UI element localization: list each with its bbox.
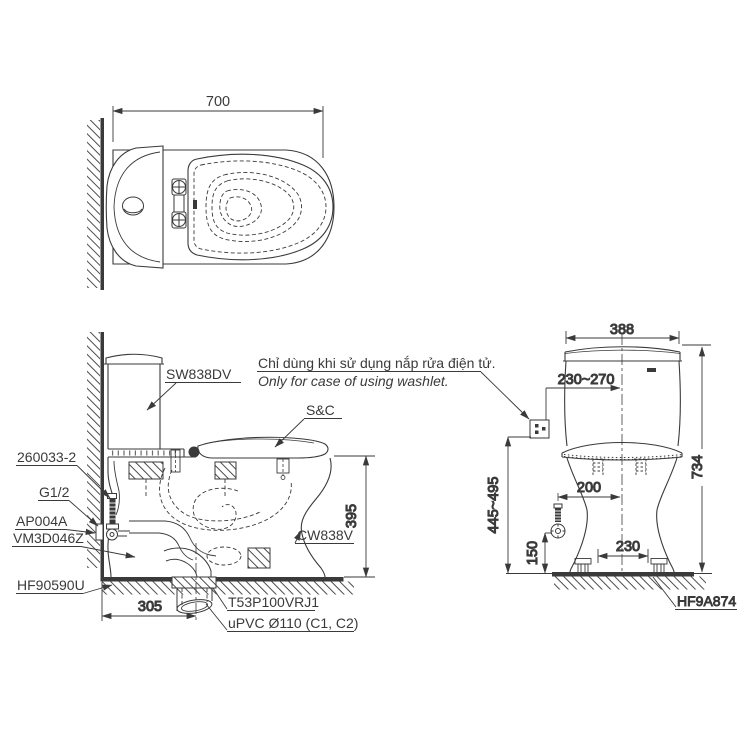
flush-button — [122, 196, 144, 216]
tank-side — [104, 353, 196, 458]
dim-total-height — [682, 344, 711, 573]
side-labels: 260033-2 G1/2 AP004A VM3D046Z HF90590U S… — [12, 366, 358, 632]
wall-hatch-top — [87, 120, 100, 288]
wall-line-side — [100, 332, 104, 578]
label-bolt-caps: HF9A874 — [677, 593, 736, 609]
floor-line-side — [100, 577, 344, 582]
dim-395-value: 395 — [344, 504, 360, 528]
wall-line-top — [100, 118, 104, 290]
dim-outlet-offset — [545, 384, 621, 420]
supply-assembly-side — [95, 493, 130, 541]
dim-outlet-height-value: 445~495 — [486, 477, 502, 534]
hinge-bracket-top — [171, 178, 187, 229]
dim-total-height-value: 734 — [690, 455, 706, 479]
floor-hatch-front — [554, 576, 706, 590]
washlet-note-en: Only for case of using washlet. — [258, 373, 449, 389]
supply-valve-front — [550, 493, 566, 539]
dim-supply-offset-value: 200 — [577, 480, 601, 496]
seat-front — [561, 441, 683, 461]
label-seat: S&C — [306, 402, 335, 418]
foot-bolts-front — [574, 558, 668, 573]
bolt-caps-label: HF9A874 — [652, 576, 737, 610]
seat-cover-top — [187, 153, 334, 261]
seat-rings-dashed — [193, 160, 327, 254]
dim-305 — [101, 582, 197, 621]
tank-front — [563, 346, 682, 447]
label-bowl: CW838V — [297, 527, 354, 543]
dim-valve-height-value: 150 — [525, 541, 541, 565]
dim-outlet-height — [504, 436, 531, 574]
dim-700-value: 700 — [206, 94, 230, 110]
label-drain-pipe: uPVC Ø110 (C1, C2) — [228, 615, 358, 631]
label-tank: SW838DV — [166, 366, 232, 382]
floor-line-front — [552, 572, 694, 577]
dim-388 — [565, 331, 680, 344]
front-view: 388 230~270 445~495 734 200 15 — [485, 321, 737, 610]
dim-bolt-spacing — [597, 549, 649, 563]
tank-lid-top — [105, 145, 164, 269]
dim-bolt-spacing-value: 230 — [616, 539, 640, 555]
label-thread: G1/2 — [39, 484, 70, 500]
note-leader — [480, 371, 530, 420]
dim-305-value: 305 — [138, 599, 162, 615]
hinge-bolts-front — [591, 458, 648, 475]
dim-outlet-offset-value: 230~270 — [558, 372, 615, 388]
drain-pipe-side — [163, 543, 217, 623]
angle-valve-icon — [106, 528, 118, 541]
wall-hatch-side — [87, 332, 100, 568]
seat-cover-side — [188, 436, 329, 459]
washlet-note-vi: Chỉ dùng khi sử dụng nắp rửa điện tử. — [258, 355, 495, 371]
outlet-box — [529, 419, 550, 439]
label-drain-joint: T53P100VRJ1 — [228, 594, 319, 610]
bowl-front — [566, 457, 678, 573]
side-view: 395 305 260033-2 G1/2 AP004A VM3D046Z HF… — [12, 332, 530, 632]
washlet-note: Chỉ dùng khi sử dụng nắp rửa điện tử. On… — [257, 355, 530, 420]
top-view: 700 — [87, 94, 335, 290]
label-supply-hose: 260033-2 — [17, 449, 76, 465]
label-gasket: VM3D046Z — [13, 530, 84, 546]
floor-hatch-side — [102, 581, 354, 595]
dim-valve-height — [541, 532, 552, 574]
label-floor-flange: HF90590U — [17, 577, 85, 593]
brand-logo-mark — [647, 368, 656, 372]
dim-395 — [334, 455, 375, 578]
cover-latch — [193, 200, 197, 209]
dim-388-value: 388 — [610, 322, 634, 338]
dim-700 — [112, 106, 324, 158]
label-angle-valve: AP004A — [16, 513, 68, 529]
trapway-internals — [128, 461, 292, 569]
